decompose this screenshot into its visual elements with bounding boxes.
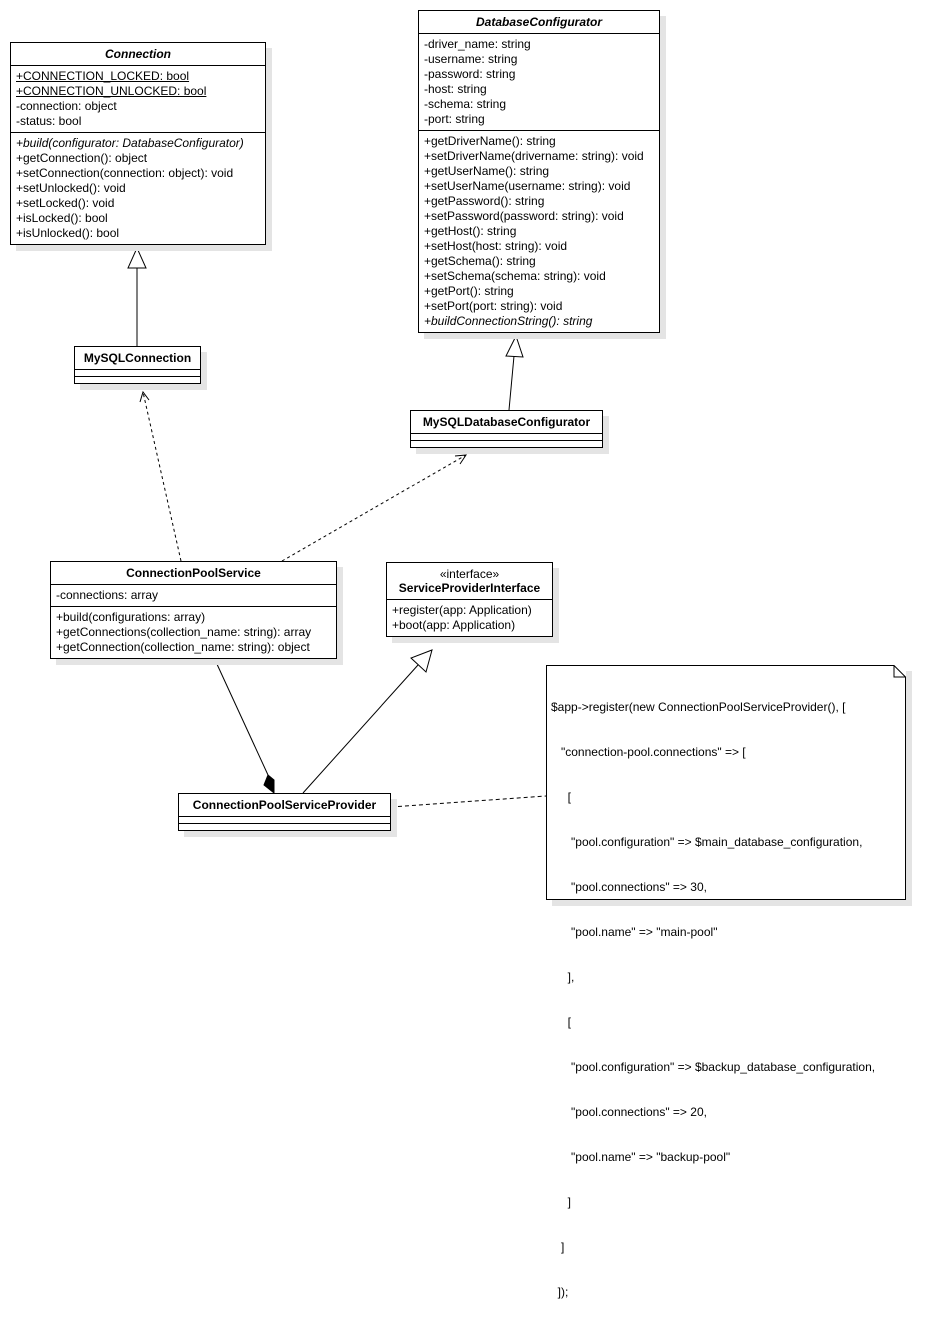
operation: +setPassword(password: string): void bbox=[424, 209, 624, 223]
operations-compartment bbox=[411, 440, 602, 447]
attributes-compartment: -connections: array bbox=[51, 584, 336, 606]
note-line: "pool.configuration" => $main_database_c… bbox=[551, 835, 863, 849]
note-line: ] bbox=[551, 1195, 572, 1209]
note-line: "pool.configuration" => $backup_database… bbox=[551, 1060, 876, 1074]
operation: +register(app: Application) bbox=[392, 603, 532, 617]
class-name: ServiceProviderInterface bbox=[398, 581, 541, 595]
operation: +setHost(host: string): void bbox=[424, 239, 568, 253]
attribute: -schema: string bbox=[424, 97, 507, 111]
operations-compartment bbox=[75, 376, 200, 383]
operations-compartment: +register(app: Application) +boot(app: A… bbox=[387, 599, 552, 636]
relationship-layer bbox=[127, 246, 547, 808]
note-line: [ bbox=[551, 790, 572, 804]
note-text: $app->register(new ConnectionPoolService… bbox=[551, 670, 875, 1330]
class-database-configurator[interactable]: DatabaseConfigurator -driver_name: strin… bbox=[418, 10, 660, 333]
operation: +getUserName(): string bbox=[424, 164, 550, 178]
realization-arrowhead bbox=[410, 649, 433, 673]
note-line: ] bbox=[551, 1240, 565, 1254]
class-name: Connection bbox=[105, 47, 171, 61]
note-line: "pool.name" => "backup-pool" bbox=[551, 1150, 731, 1164]
class-name-block: «interface» ServiceProviderInterface bbox=[387, 563, 552, 599]
operations-compartment: +build(configurations: array) +getConnec… bbox=[51, 606, 336, 658]
dependency-arrowhead bbox=[454, 454, 467, 465]
stereotype: «interface» bbox=[439, 567, 500, 581]
realization-provider-interface[interactable] bbox=[302, 664, 419, 794]
note-line: "connection-pool.connections" => [ bbox=[551, 745, 746, 759]
note-line: $app->register(new ConnectionPoolService… bbox=[551, 700, 846, 714]
class-name: ConnectionPoolService bbox=[126, 566, 261, 580]
operations-compartment: +getDriverName(): string +setDriverName(… bbox=[419, 130, 659, 332]
operation: +isLocked(): bool bbox=[16, 211, 108, 225]
operation: +isUnlocked(): bool bbox=[16, 226, 120, 240]
class-service-provider-interface[interactable]: «interface» ServiceProviderInterface +re… bbox=[386, 562, 553, 637]
class-connection-pool-service[interactable]: ConnectionPoolService -connections: arra… bbox=[50, 561, 337, 659]
class-name: MySQLDatabaseConfigurator bbox=[422, 415, 591, 429]
operation: +build(configurator: DatabaseConfigurato… bbox=[16, 136, 244, 150]
attribute: -status: bool bbox=[16, 114, 82, 128]
attributes-compartment: -driver_name: string -username: string -… bbox=[419, 33, 659, 130]
generalization-arrowhead bbox=[505, 334, 524, 358]
operation: +boot(app: Application) bbox=[392, 618, 516, 632]
note-outline bbox=[546, 665, 906, 900]
attribute: -connection: object bbox=[16, 99, 117, 113]
operation: +buildConnectionString(): string bbox=[424, 314, 593, 328]
note-line: [ bbox=[551, 1015, 572, 1029]
class-mysql-connection[interactable]: MySQLConnection bbox=[74, 346, 201, 384]
attributes-compartment: +CONNECTION_LOCKED: bool +CONNECTION_UNL… bbox=[11, 65, 265, 132]
operation: +getHost(): string bbox=[424, 224, 517, 238]
note-line: "pool.connections" => 30, bbox=[551, 880, 707, 894]
note-line: "pool.connections" => 20, bbox=[551, 1105, 707, 1119]
composition-diamond bbox=[263, 774, 275, 795]
operation: +getSchema(): string bbox=[424, 254, 536, 268]
dependency-arrowhead bbox=[139, 390, 150, 403]
generalization-mysqldbconfigurator-dbconfigurator[interactable] bbox=[508, 355, 515, 411]
note-line: ]); bbox=[551, 1285, 569, 1299]
operation: +setSchema(schema: string): void bbox=[424, 269, 606, 283]
operations-compartment bbox=[179, 823, 390, 830]
operation: +getConnection(collection_name: string):… bbox=[56, 640, 310, 654]
attribute: -host: string bbox=[424, 82, 487, 96]
operation: +setPort(port: string): void bbox=[424, 299, 563, 313]
class-name: DatabaseConfigurator bbox=[475, 15, 603, 29]
class-name: ConnectionPoolServiceProvider bbox=[192, 798, 377, 812]
operation: +getConnection(): object bbox=[16, 151, 148, 165]
class-mysql-database-configurator[interactable]: MySQLDatabaseConfigurator bbox=[410, 410, 603, 448]
attributes-compartment bbox=[179, 816, 390, 823]
attribute: +CONNECTION_UNLOCKED: bool bbox=[16, 84, 207, 98]
operations-compartment: +build(configurator: DatabaseConfigurato… bbox=[11, 132, 265, 244]
class-connection-pool-service-provider[interactable]: ConnectionPoolServiceProvider bbox=[178, 793, 391, 831]
composition-provider-pool-service[interactable] bbox=[215, 661, 269, 776]
attributes-compartment bbox=[75, 369, 200, 376]
note[interactable]: $app->register(new ConnectionPoolService… bbox=[546, 665, 906, 1299]
attribute: +CONNECTION_LOCKED: bool bbox=[16, 69, 190, 83]
attribute: -port: string bbox=[424, 112, 485, 126]
operation: +getDriverName(): string bbox=[424, 134, 556, 148]
operation: +getConnections(collection_name: string)… bbox=[56, 625, 312, 639]
generalization-arrowhead bbox=[127, 246, 147, 269]
operation: +setDriverName(drivername: string): void bbox=[424, 149, 644, 163]
note-line: "pool.name" => "main-pool" bbox=[551, 925, 718, 939]
note-line: ], bbox=[551, 970, 575, 984]
class-connection[interactable]: Connection +CONNECTION_LOCKED: bool +CON… bbox=[10, 42, 266, 245]
note-anchor-line[interactable] bbox=[390, 795, 547, 808]
operation: +build(configurations: array) bbox=[56, 610, 206, 624]
dependency-pool-service-mysqlconnection[interactable] bbox=[142, 391, 182, 562]
attributes-compartment bbox=[411, 433, 602, 440]
operation: +getPassword(): string bbox=[424, 194, 545, 208]
attribute: -connections: array bbox=[56, 588, 159, 602]
class-name: MySQLConnection bbox=[83, 351, 192, 365]
operation: +setConnection(connection: object): void bbox=[16, 166, 234, 180]
attribute: -password: string bbox=[424, 67, 516, 81]
operation: +setUnlocked(): void bbox=[16, 181, 126, 195]
attribute: -username: string bbox=[424, 52, 518, 66]
attribute: -driver_name: string bbox=[424, 37, 531, 51]
dependency-pool-service-mysqldbconfigurator[interactable] bbox=[281, 454, 467, 562]
operation: +setUserName(username: string): void bbox=[424, 179, 631, 193]
operation: +getPort(): string bbox=[424, 284, 514, 298]
operation: +setLocked(): void bbox=[16, 196, 115, 210]
